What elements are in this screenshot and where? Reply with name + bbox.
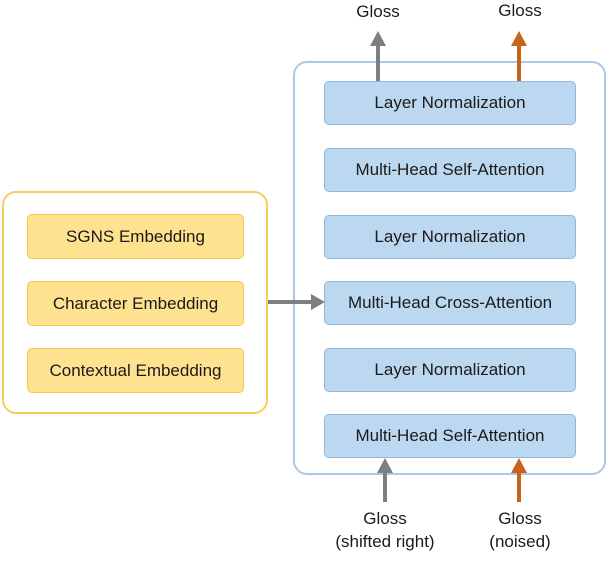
layer-norm-label: Layer Normalization [374, 93, 526, 112]
layer-norm-box-top: Layer Normalization [324, 81, 576, 125]
self-attention-label: Multi-Head Self-Attention [355, 426, 545, 445]
input-gloss-noised-label: Gloss (noised) [470, 507, 570, 553]
contextual-embedding-box: Contextual Embedding [27, 348, 244, 393]
output-gloss-label-left: Gloss [356, 2, 400, 21]
input-arrow-gray [377, 458, 393, 502]
input-gloss-text: Gloss [498, 509, 542, 528]
input-shifted-right-text: (shifted right) [335, 532, 435, 551]
output-arrow-orange [511, 31, 527, 81]
contextual-embedding-label: Contextual Embedding [49, 360, 222, 380]
input-gloss-text: Gloss [363, 509, 407, 528]
output-arrow-gray [370, 31, 386, 81]
layer-norm-box-middle: Layer Normalization [324, 215, 576, 259]
layer-norm-label: Layer Normalization [374, 360, 526, 379]
output-gloss-label-right: Gloss [498, 1, 542, 20]
self-attention-label: Multi-Head Self-Attention [355, 160, 545, 179]
encoder-to-decoder-arrow [268, 294, 325, 310]
layer-norm-label: Layer Normalization [374, 227, 526, 246]
self-attention-box-top: Multi-Head Self-Attention [324, 148, 576, 192]
layer-norm-box-bottom: Layer Normalization [324, 348, 576, 392]
character-embedding-label: Character Embedding [52, 293, 219, 313]
sgns-embedding-label: SGNS Embedding [66, 226, 205, 246]
input-noised-text: (noised) [489, 532, 551, 551]
sgns-embedding-box: SGNS Embedding [27, 214, 244, 259]
input-gloss-shifted-label: Gloss (shifted right) [320, 507, 450, 553]
self-attention-box-bottom: Multi-Head Self-Attention [324, 414, 576, 458]
cross-attention-label: Multi-Head Cross-Attention [347, 293, 553, 312]
input-arrow-orange [511, 458, 527, 502]
decoder-panel [293, 61, 606, 475]
cross-attention-box: Multi-Head Cross-Attention [324, 281, 576, 325]
character-embedding-box: Character Embedding [27, 281, 244, 326]
